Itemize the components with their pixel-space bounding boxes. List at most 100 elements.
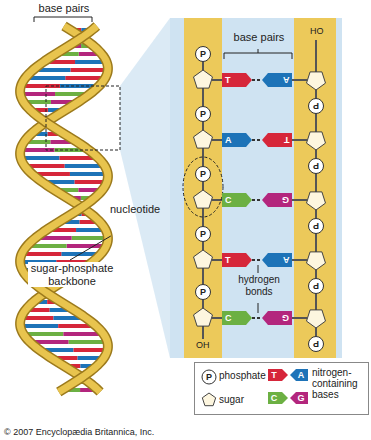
base-shape: [222, 73, 252, 87]
phosphate-letter: P: [200, 226, 206, 242]
phosphate-circle: P: [195, 284, 211, 300]
strand-outline: [20, 26, 108, 392]
leader-line: [258, 265, 259, 273]
phosphate-letter: P: [313, 336, 319, 352]
base-letter: A: [283, 253, 290, 267]
base-shape: [262, 311, 292, 325]
bracket: [34, 17, 92, 22]
phosphate-symbol: [309, 337, 324, 352]
base-letter: G: [282, 193, 289, 207]
phosphate-letter: P: [313, 278, 319, 294]
base-letter: T: [284, 133, 290, 147]
zoom-panel: [170, 18, 342, 358]
base-letter: T: [225, 253, 231, 267]
phosphate-letter: P: [313, 218, 319, 234]
phosphate-symbol: [309, 99, 324, 114]
sugar-symbol: [307, 72, 326, 90]
base-block: C: [222, 311, 252, 325]
phosphate-circle: P: [308, 336, 324, 352]
base-block: G: [262, 193, 292, 207]
sugar-symbol: [307, 192, 326, 210]
glycosidic-bond: [292, 259, 307, 261]
base-block: A: [262, 73, 292, 87]
nucleotide-outline: [183, 157, 223, 217]
base-block: T: [222, 73, 252, 87]
sugar-symbol: [307, 132, 326, 150]
sugar-symbol: [194, 130, 213, 148]
sugar-symbol: [194, 190, 213, 208]
legend-sugar-symbol: [202, 393, 215, 406]
base-rung: [72, 236, 108, 240]
base-shape: [262, 133, 292, 147]
hydrogen-bond: [252, 317, 262, 319]
base-block: A: [262, 253, 292, 267]
glycosidic-bond: [292, 139, 307, 141]
phosphate-circle: P: [195, 226, 211, 242]
backbone-strand: [20, 26, 108, 392]
glycosidic-bond: [292, 317, 307, 319]
glycosidic-bond: [212, 259, 222, 261]
glycosidic-bond: [212, 79, 222, 81]
phosphate-symbol: [309, 279, 324, 294]
base-block: T: [222, 253, 252, 267]
phosphate-symbol: [196, 107, 211, 122]
legend-text: nitrogen-containing bases: [312, 367, 358, 400]
base-letter: A: [225, 133, 232, 147]
leader-line: [258, 303, 259, 313]
legend-base-symbol: [290, 369, 308, 381]
end-label: HO: [310, 26, 324, 36]
legend-base-letter: G: [295, 392, 307, 404]
legend-base-symbol: [268, 392, 288, 404]
base-letter: C: [225, 193, 232, 207]
legend-base-symbol: [290, 392, 308, 404]
legend-base-symbol: [268, 369, 288, 381]
legend-text: sugar: [219, 394, 244, 405]
phosphate-symbol: [196, 167, 211, 182]
zoom-box: [46, 86, 120, 150]
legend-box: [195, 363, 369, 415]
phosphate-circle: P: [308, 98, 324, 114]
phosphate-circle: P: [195, 106, 211, 122]
phosphate-letter: P: [313, 158, 319, 174]
phosphate-letter: P: [313, 98, 319, 114]
glycosidic-bond: [292, 199, 307, 201]
phosphate-letter: P: [200, 284, 206, 300]
backbone-band: [294, 18, 336, 358]
leader-line: [70, 236, 111, 260]
sugar-symbol: [194, 250, 213, 268]
phosphate-letter: P: [200, 46, 206, 62]
hydrogen-bond: [252, 139, 262, 141]
base-shape: [222, 253, 252, 267]
phosphate-circle: P: [195, 166, 211, 182]
phosphate-symbol: [196, 227, 211, 242]
sugar-symbol: [194, 70, 213, 88]
base-letter: T: [225, 73, 231, 87]
base-letter: A: [283, 73, 290, 87]
phosphate-circle: P: [308, 278, 324, 294]
end-label: OH: [196, 340, 210, 350]
legend-entry: nitrogen-containing bases: [312, 367, 366, 400]
base-shape: [262, 193, 292, 207]
phosphate-circle: P: [308, 218, 324, 234]
phosphate-circle: P: [308, 158, 324, 174]
sugar-symbol: [194, 308, 213, 326]
part-label: base pairs: [27, 2, 101, 15]
legend-phosphate-symbol: [202, 370, 216, 384]
base-block: G: [262, 311, 292, 325]
legend-base-letter: A: [295, 369, 307, 381]
phosphate-circle: P: [195, 46, 211, 62]
phosphate-symbol: [309, 219, 324, 234]
base-rung: [20, 324, 58, 328]
legend-entry: phosphate: [219, 370, 266, 381]
sugar-group: [194, 70, 326, 328]
phosphate-letter: P: [200, 166, 206, 182]
glycosidic-bond: [212, 139, 222, 141]
part-label: hydrogen bonds: [229, 274, 289, 297]
phosphate-symbol: [196, 47, 211, 62]
backbone-band: [184, 18, 222, 358]
double-helix: [20, 26, 108, 392]
backbone-strand: [20, 26, 108, 392]
sugar-symbol: [307, 310, 326, 328]
base-letter: C: [225, 311, 232, 325]
